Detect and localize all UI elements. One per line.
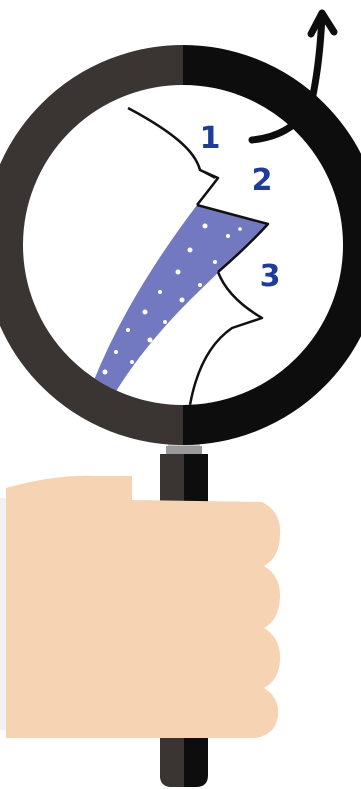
label-2: 2 (252, 163, 273, 198)
label-1: 1 (200, 121, 221, 156)
hand-icon (0, 476, 280, 738)
label-3: 3 (260, 259, 281, 294)
